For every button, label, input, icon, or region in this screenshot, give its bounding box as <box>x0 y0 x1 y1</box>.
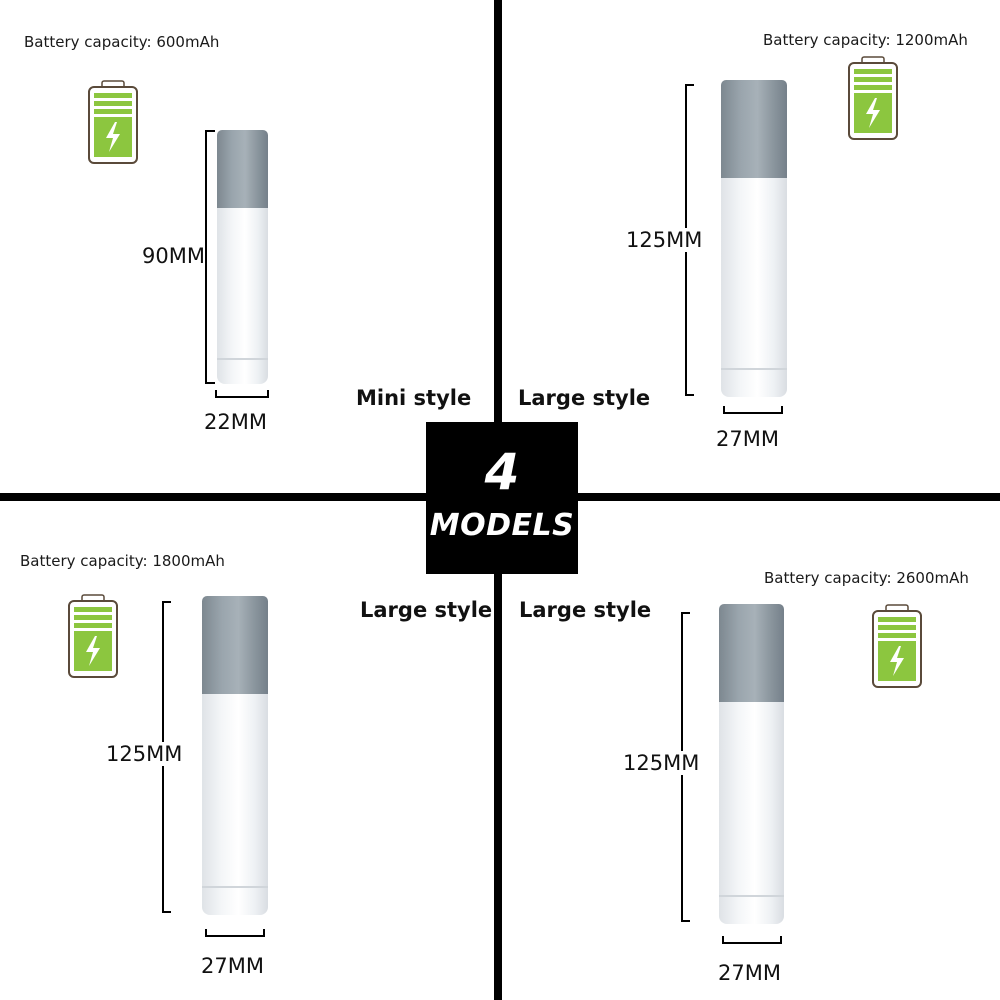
style-label: Mini style <box>356 386 472 410</box>
flashlight-image <box>721 80 787 397</box>
flashlight-image <box>217 130 268 384</box>
battery-charging-icon <box>872 604 922 693</box>
length-label: 125MM <box>106 742 183 766</box>
length-bracket <box>205 130 207 384</box>
diameter-bracket <box>722 942 782 944</box>
diameter-bracket <box>723 412 783 414</box>
battery-charging-icon <box>88 80 138 169</box>
diameter-bracket <box>205 935 265 937</box>
diameter-label: 27MM <box>201 954 264 978</box>
length-label: 125MM <box>626 228 703 252</box>
battery-capacity-label: Battery capacity: 600mAh <box>24 33 220 51</box>
battery-capacity-label: Battery capacity: 1200mAh <box>763 31 968 49</box>
diameter-label: 27MM <box>718 961 781 985</box>
diameter-bracket <box>215 396 269 398</box>
battery-charging-icon <box>68 594 118 683</box>
length-label: 125MM <box>623 751 700 775</box>
flashlight-image <box>719 604 784 924</box>
models-count-number: 4 <box>484 443 520 501</box>
flashlight-image <box>202 596 268 915</box>
models-count-badge: 4 MODELS <box>426 422 578 574</box>
battery-capacity-label: Battery capacity: 1800mAh <box>20 552 225 570</box>
length-label: 90MM <box>142 244 205 268</box>
battery-charging-icon <box>848 56 898 145</box>
style-label: Large style <box>518 386 651 410</box>
style-label: Large style <box>519 598 652 622</box>
diameter-label: 22MM <box>204 410 267 434</box>
style-label: Large style <box>360 598 493 622</box>
battery-capacity-label: Battery capacity: 2600mAh <box>764 569 969 587</box>
diameter-label: 27MM <box>716 427 779 451</box>
models-count-word: MODELS <box>429 508 575 543</box>
